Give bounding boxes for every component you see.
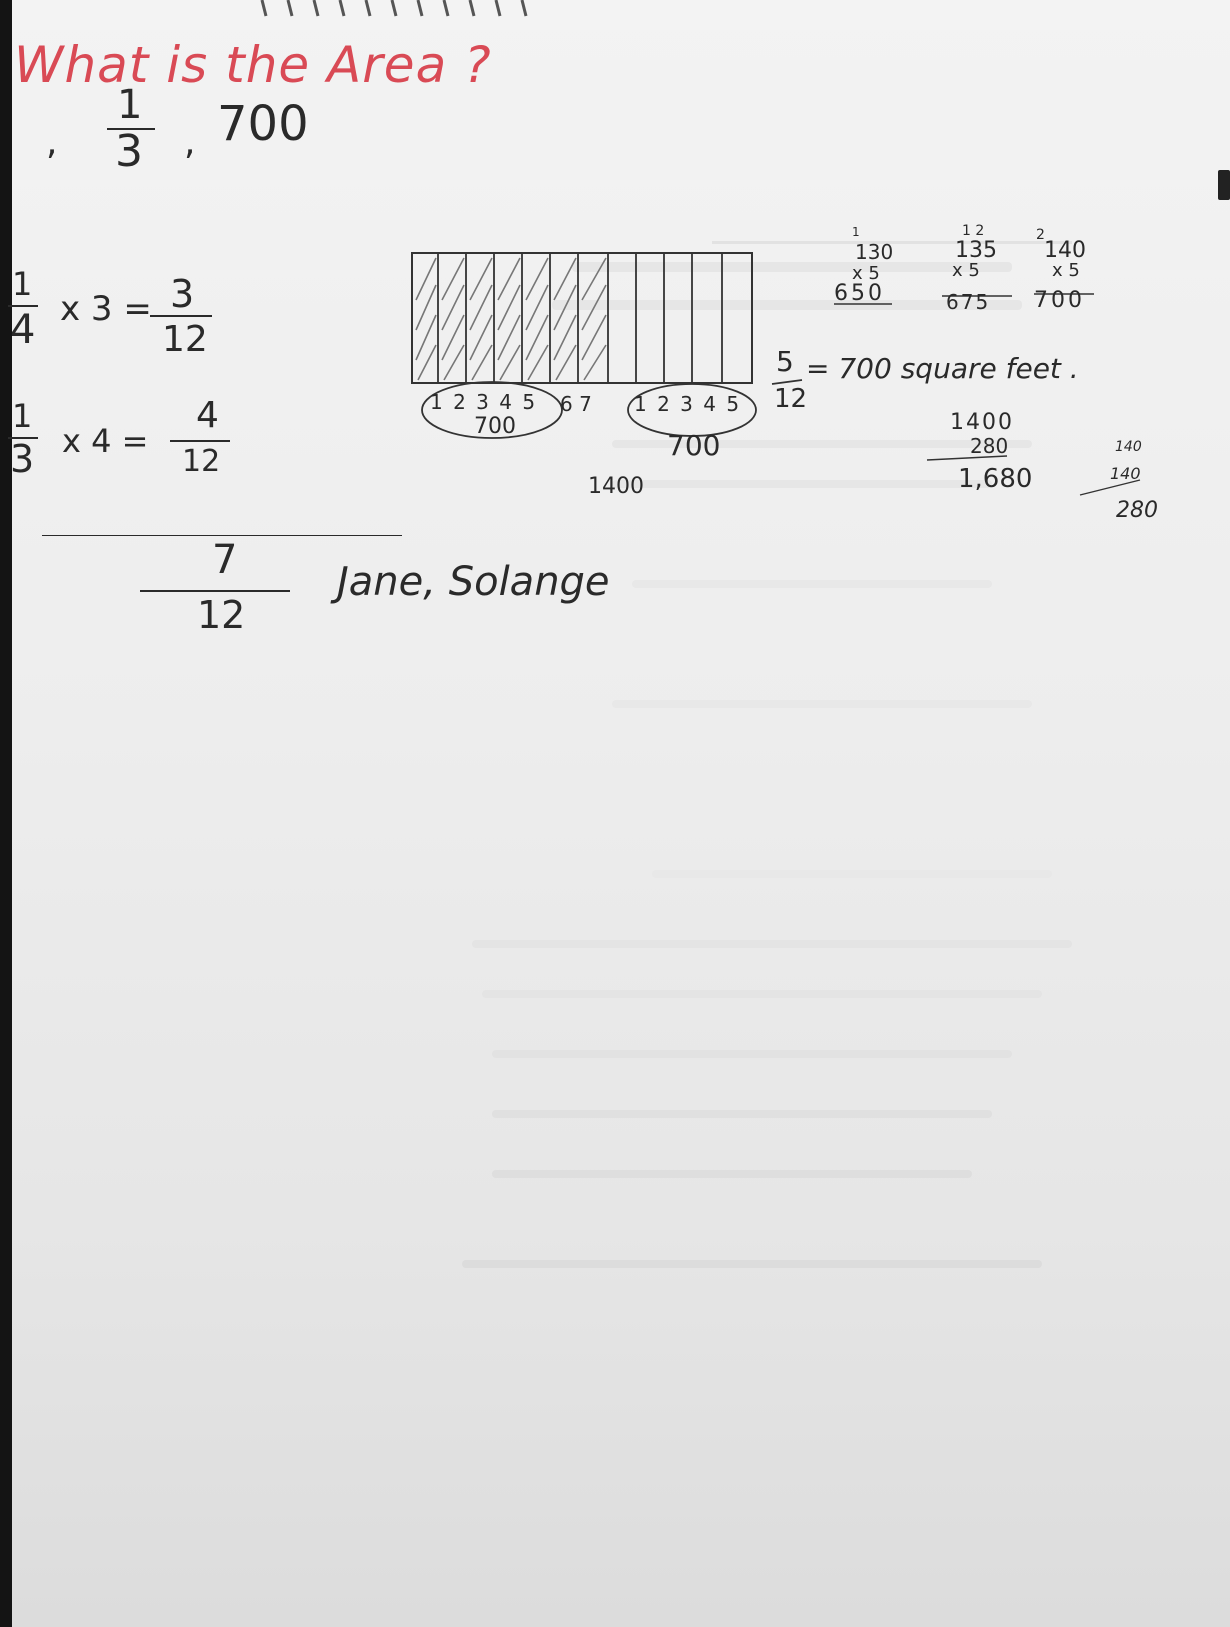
eq1-numerator: 1 <box>12 265 33 303</box>
sum-denominator: 12 <box>197 593 246 637</box>
left-group-numbers: 1 2 3 4 5 <box>430 390 538 414</box>
eq2-numerator: 1 <box>12 397 33 435</box>
eq1-operation: x 3 = <box>60 289 152 329</box>
side-sum-a: 140 <box>1115 439 1142 455</box>
addition-a: 1400 <box>950 410 1014 435</box>
left-group-oval <box>421 381 563 439</box>
eq1-result-numerator: 3 <box>170 272 195 316</box>
addition-b: 280 <box>970 434 1009 458</box>
mult1-carry: 1 <box>852 225 860 239</box>
eq2-result-denominator: 12 <box>182 444 221 479</box>
eq1-fraction-bar <box>8 305 38 307</box>
sum-numerator: 7 <box>212 537 238 583</box>
question-title: What is the Area ? <box>14 36 492 94</box>
answer-numerator: 5 <box>776 345 794 378</box>
eq1-result-bar <box>150 315 212 317</box>
mult1-top: 130 <box>855 240 894 264</box>
side-sum-line <box>1079 479 1141 496</box>
area-model-columns <box>437 253 723 383</box>
right-group-total: 700 <box>667 429 721 462</box>
notebook-page: What is the Area ? , 1 3 , 700 1 4 x 3 =… <box>8 0 1230 1627</box>
given-numerator: 1 <box>117 82 143 128</box>
addition-line <box>926 455 1008 461</box>
mult2-top: 135 <box>955 238 997 263</box>
area-model-rectangle <box>411 252 753 384</box>
model-sum-total: 1400 <box>588 474 644 499</box>
mult2-multiplier: x 5 <box>952 260 980 281</box>
answer-denominator: 12 <box>774 384 808 414</box>
addition-total: 1,680 <box>958 464 1033 494</box>
right-group-oval <box>627 383 757 437</box>
sum-line <box>42 535 402 536</box>
given-value: 700 <box>217 96 309 152</box>
sum-names: Jane, Solange <box>337 559 610 605</box>
given-fraction-bar <box>107 128 155 130</box>
eq2-fraction-bar <box>8 437 38 439</box>
answer-fraction-bar <box>771 379 803 385</box>
eq2-result-bar <box>170 440 230 442</box>
right-group-numbers: 1 2 3 4 5 <box>634 392 742 416</box>
area-model-shading <box>415 257 607 381</box>
mult2-carry: 1 2 <box>962 223 985 239</box>
mult3-multiplier: x 5 <box>1052 260 1080 281</box>
area-model-drawing <box>411 252 1141 496</box>
mult2-product: 675 <box>946 290 991 314</box>
side-sum-b: 140 <box>1110 464 1141 483</box>
eq2-denominator: 3 <box>10 437 35 481</box>
given-sep-2: , <box>184 122 196 163</box>
eq2-operation: x 4 = <box>62 422 149 460</box>
mult1-multiplier: x 5 <box>852 263 880 284</box>
middle-numbers: 6 7 <box>560 392 592 416</box>
given-denominator: 3 <box>115 126 143 177</box>
spiral-binding <box>260 0 528 17</box>
answer-text: = 700 square feet . <box>806 352 1079 385</box>
mult1-product: 650 <box>834 281 885 306</box>
side-sum-total: 280 <box>1116 498 1158 523</box>
mult3-carry: 2 <box>1036 227 1045 243</box>
sum-fraction-bar <box>140 590 290 592</box>
mult3-top: 140 <box>1044 238 1086 263</box>
left-group-total: 700 <box>474 414 516 439</box>
eq2-result-numerator: 4 <box>196 395 219 436</box>
given-sep-1: , <box>46 122 58 163</box>
table-edge <box>1218 170 1230 200</box>
eq1-result-denominator: 12 <box>162 319 208 360</box>
show-through-text <box>12 0 1230 1627</box>
mult3-product: 700 <box>1034 288 1085 313</box>
eq1-denominator: 4 <box>10 307 36 353</box>
